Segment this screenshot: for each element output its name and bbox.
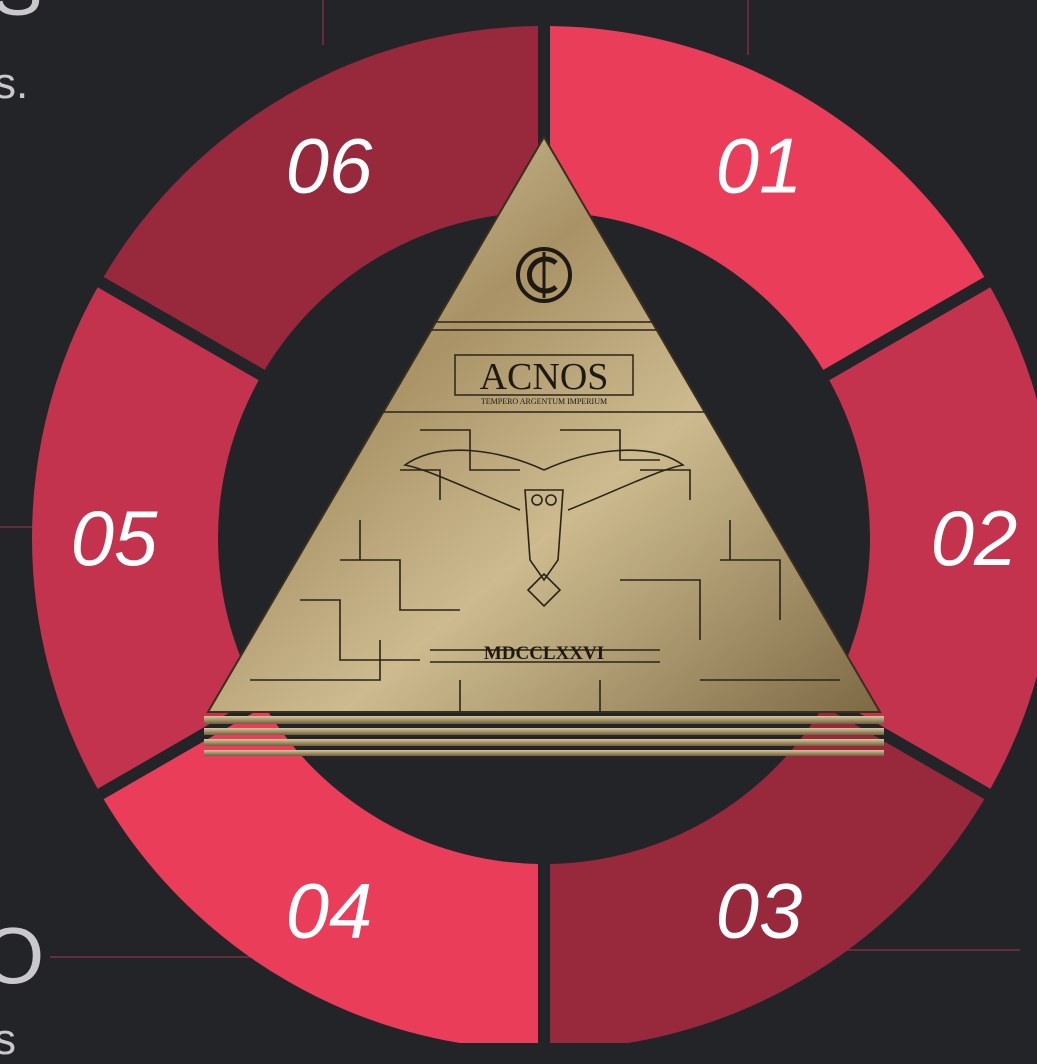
- pyramid-base-plates: [204, 716, 884, 756]
- pyramid-motto: TEMPERO ARGENTUM IMPERIUM: [481, 397, 607, 406]
- pyramid-triangle: [208, 137, 880, 712]
- pyramid-year: MDCCLXXVI: [484, 643, 604, 664]
- pyramid-brand: ACNOS: [480, 356, 609, 398]
